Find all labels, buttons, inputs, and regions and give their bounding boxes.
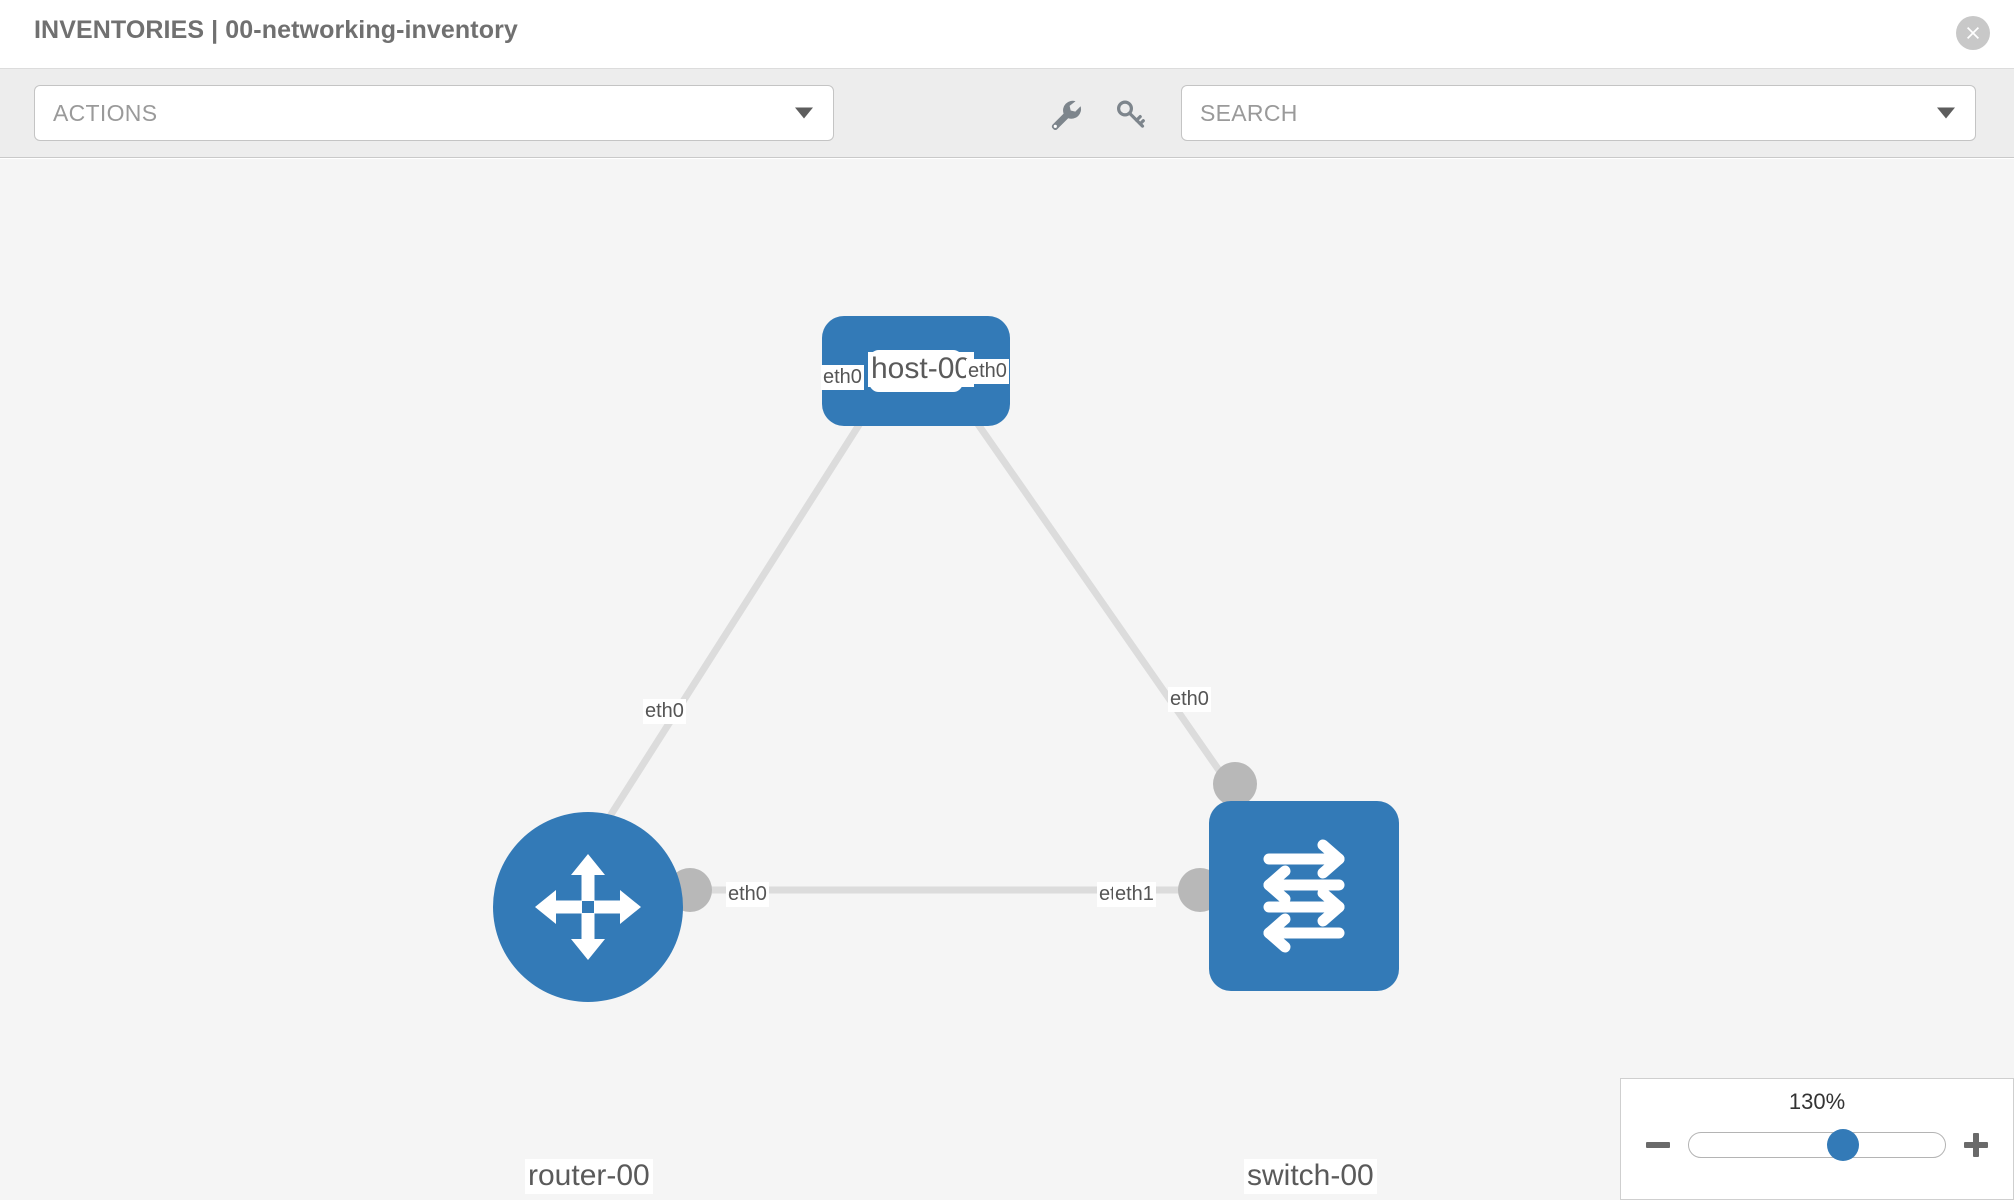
zoom-slider-row (1621, 1129, 2013, 1161)
zoom-control-panel: 130% (1620, 1078, 2014, 1200)
page-header: INVENTORIES | 00-networking-inventory (0, 0, 2014, 68)
topology-canvas[interactable]: host-00 router-00 switch-00 eth0 eth0 et… (0, 159, 2014, 1200)
search-input[interactable]: SEARCH (1181, 85, 1976, 141)
topology-graph (602, 322, 1257, 912)
zoom-slider-thumb[interactable] (1826, 1129, 1859, 1161)
node-label-switch-00: switch-00 (1244, 1159, 1377, 1194)
key-icon[interactable] (1112, 95, 1150, 133)
link-host-switch (947, 382, 1235, 791)
edge-label-switch-up-eth0: eth0 (1168, 687, 1211, 712)
page-title: INVENTORIES | 00-networking-inventory (34, 16, 518, 44)
toolbar: ACTIONS SEARCH (0, 68, 2014, 158)
node-router-00[interactable] (493, 812, 683, 1002)
search-placeholder: SEARCH (1200, 99, 1298, 126)
wrench-icon[interactable] (1046, 95, 1084, 133)
edge-label-router-up-eth0: eth0 (643, 699, 686, 724)
node-switch-00[interactable] (1209, 801, 1399, 991)
chevron-down-icon[interactable] (1937, 107, 1955, 119)
edge-label-host-right-eth0: eth0 (966, 359, 1009, 384)
edge-label-switch-left-eth1: eth1 (1113, 882, 1156, 907)
zoom-out-button[interactable] (1644, 1131, 1672, 1159)
actions-dropdown-label: ACTIONS (53, 99, 158, 126)
zoom-level-label: 130% (1788, 1089, 1846, 1114)
zoom-slider[interactable] (1688, 1129, 1946, 1161)
edge-label-router-right-eth0: eth0 (726, 882, 769, 907)
switch-arrows-icon (1243, 835, 1365, 957)
router-arrows-icon (525, 844, 651, 970)
zoom-in-button[interactable] (1962, 1131, 1990, 1159)
edge-label-host-left-eth0: eth0 (821, 365, 864, 390)
node-label-router-00: router-00 (525, 1159, 653, 1194)
port-switch-top (1213, 762, 1257, 806)
node-label-host-00: host-00 (868, 352, 975, 387)
link-router-host (602, 382, 888, 826)
actions-dropdown[interactable]: ACTIONS (34, 85, 834, 141)
chevron-down-icon (795, 107, 813, 119)
close-icon[interactable] (1956, 16, 1990, 50)
